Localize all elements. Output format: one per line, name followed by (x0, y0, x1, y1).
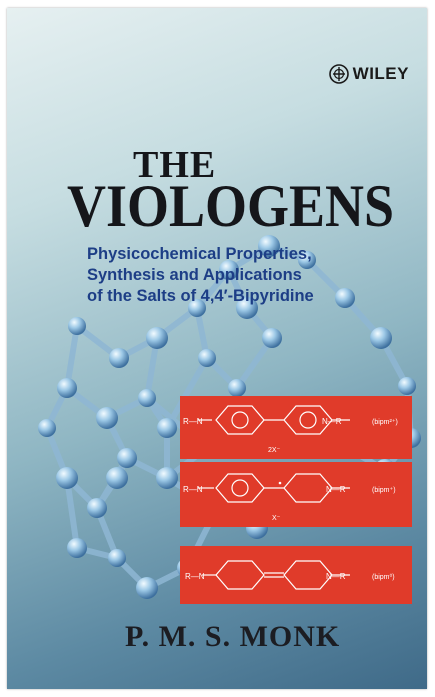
structure-3-state: (bipm⁰) (372, 573, 395, 581)
molecule-atom (262, 328, 282, 348)
molecule-atom (146, 327, 168, 349)
structure-1-right-label: N—R (322, 417, 342, 426)
subtitle-line-3: of the Salts of 4,4′-Bipyridine (87, 287, 314, 305)
molecule-atom (138, 389, 156, 407)
molecule-atom (335, 288, 355, 308)
structure-1-counter-ion: 2X⁻ (268, 447, 281, 454)
molecule-atom (398, 377, 416, 395)
molecule-atom (136, 577, 158, 599)
structure-dication: R—N N—R (bipm²⁺) 2X⁻ (180, 396, 412, 459)
molecule-atom (56, 467, 78, 489)
subtitle-line-2: Synthesis and Applications (87, 266, 302, 284)
molecule-bond (234, 335, 275, 391)
structure-neutral: R—N N—R (bipm⁰) (180, 546, 412, 604)
structure-3-right-label: N—R (326, 572, 346, 581)
publisher-name: WILEY (352, 64, 409, 83)
subtitle-line-1: Physicochemical Properties, (87, 245, 312, 263)
molecule-atom (67, 538, 87, 558)
structure-1-left-label: R—N (183, 417, 203, 426)
molecule-atom (258, 235, 280, 257)
molecule-atom (108, 549, 126, 567)
author-name: P. M. S. MONK (125, 620, 341, 653)
structure-1-state: (bipm²⁺) (372, 419, 398, 426)
publisher-logo: WILEY (328, 64, 409, 84)
molecule-atom (156, 467, 178, 489)
molecule-atom (68, 317, 86, 335)
structure-radical-cation: R—N N—R (bipm⁺) X⁻ (180, 462, 412, 527)
molecule-atom (38, 419, 56, 437)
molecule-atom (57, 378, 77, 398)
molecule-atom (87, 498, 107, 518)
book-subtitle: Physicochemical Properties, Synthesis an… (87, 244, 417, 307)
molecule-atom (96, 407, 118, 429)
molecule-bond (64, 475, 80, 551)
molecule-atom (298, 251, 316, 269)
structure-3-left-label: R—N (185, 572, 205, 581)
molecule-atom (198, 349, 216, 367)
structure-2-right-label: N—R (326, 485, 346, 494)
molecule-atom (228, 379, 246, 397)
book-cover: WILEY THE VIOLOGENS Physicochemical Prop… (7, 8, 427, 689)
molecule-atom (219, 260, 239, 280)
molecule-atom (157, 418, 177, 438)
molecule-atom (109, 348, 129, 368)
molecule-atom (236, 297, 258, 319)
structure-2-state: (bipm⁺) (372, 487, 396, 494)
structure-2-counter-ion: X⁻ (272, 515, 281, 522)
wiley-seal-icon (328, 64, 349, 84)
molecule-atom (106, 467, 128, 489)
molecule-bond (164, 355, 210, 431)
structure-2-left-label: R—N (183, 485, 203, 494)
title-article: THE (133, 144, 217, 186)
molecule-atom (117, 448, 137, 468)
molecule-bond (64, 323, 80, 391)
molecule-atom (188, 299, 206, 317)
molecule-atom (370, 327, 392, 349)
book-title: VIOLOGENS (67, 173, 395, 239)
